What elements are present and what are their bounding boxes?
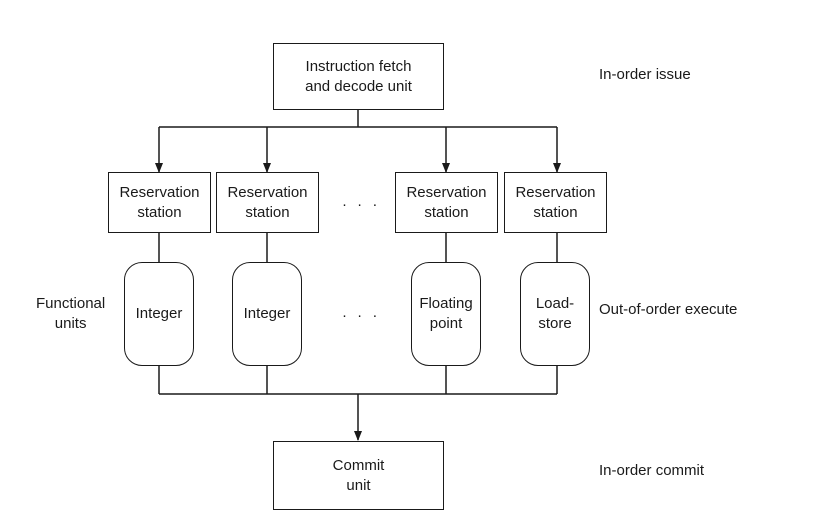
commit-unit: Commit unit	[273, 441, 444, 510]
reservation-station-label: Reservation station	[515, 183, 596, 221]
commit-unit-label: Commit unit	[332, 456, 385, 494]
ellipsis-functional-units: · · ·	[342, 307, 381, 324]
ellipsis-reservation-stations: · · ·	[342, 196, 381, 213]
reservation-station-2: Reservation station	[216, 172, 319, 233]
functional-unit-integer-2: Integer	[232, 262, 302, 366]
functional-unit-label: Floating point	[419, 295, 473, 332]
reservation-station-1: Reservation station	[108, 172, 211, 233]
functional-unit-floating-point: Floating point	[411, 262, 481, 366]
in-order-commit-label: In-order commit	[599, 462, 705, 479]
instruction-fetch-decode-unit: Instruction fetch and decode unit	[273, 43, 444, 110]
in-order-issue-label: In-order issue	[599, 66, 691, 83]
functional-unit-integer-1: Integer	[124, 262, 194, 366]
reservation-station-label: Reservation station	[406, 183, 487, 221]
functional-unit-load-store: Load- store	[520, 262, 590, 366]
reservation-station-label: Reservation station	[119, 183, 200, 221]
functional-units-label: Functional units	[36, 295, 106, 332]
out-of-order-execute-label: Out-of-order execute	[599, 301, 738, 318]
reservation-station-4: Reservation station	[504, 172, 607, 233]
functional-unit-label: Integer	[243, 305, 291, 322]
functional-unit-label: Load- store	[535, 295, 575, 332]
functional-unit-label: Integer	[135, 305, 183, 322]
fetch-unit-label: Instruction fetch and decode unit	[305, 57, 412, 95]
reservation-station-label: Reservation station	[227, 183, 308, 221]
reservation-station-3: Reservation station	[395, 172, 498, 233]
